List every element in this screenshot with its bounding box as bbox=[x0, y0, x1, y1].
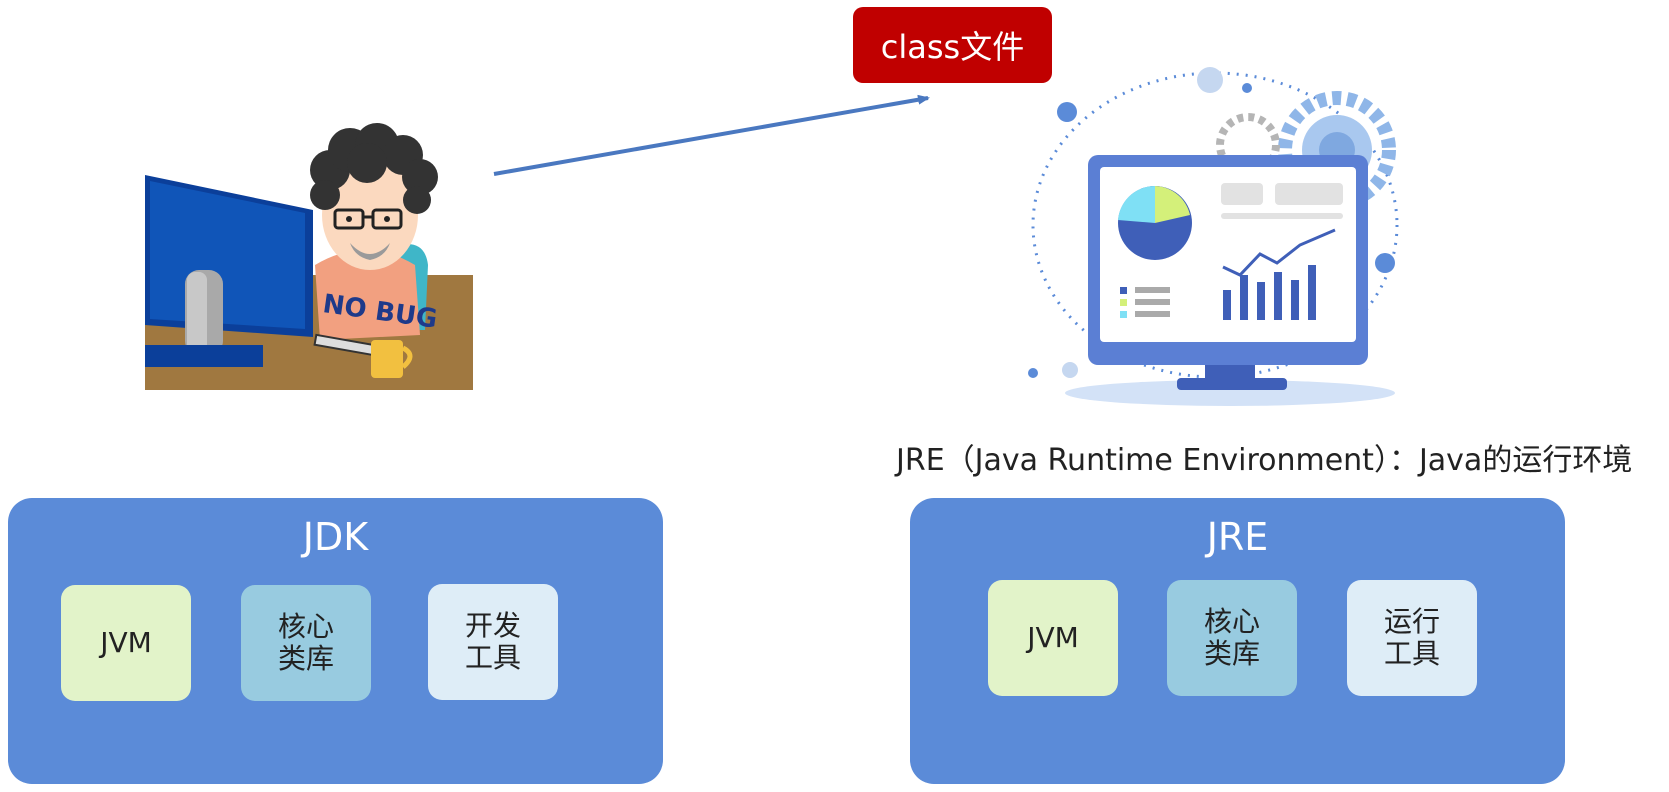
jre-core-library-line1: 核心 bbox=[1203, 605, 1260, 638]
jdk-jvm-box: JVM bbox=[61, 585, 191, 701]
jre-jvm-label: JVM bbox=[1027, 621, 1079, 654]
jdk-core-library-box: 核心 类库 bbox=[241, 585, 371, 701]
jre-runtime-tools-box: 运行 工具 bbox=[1347, 580, 1477, 696]
developer-illustration: NO BUG bbox=[145, 123, 473, 390]
jre-runtime-tools-line1: 运行 bbox=[1383, 605, 1440, 638]
jdk-container: JDK JVM 核心 类库 开发 工具 bbox=[8, 498, 663, 784]
jre-caption: JRE（Java Runtime Environment）：Java的运行环境 bbox=[896, 432, 1666, 482]
class-file-label: class文件 bbox=[880, 28, 1025, 66]
jdk-dev-tools-line2: 工具 bbox=[464, 641, 521, 674]
jre-caption-text: JRE（Java Runtime Environment）：Java的运行环境 bbox=[896, 443, 1633, 478]
jdk-core-library-line1: 核心 bbox=[277, 610, 334, 643]
jre-core-library-line2: 类库 bbox=[1203, 637, 1260, 670]
jdk-core-library-line2: 类库 bbox=[277, 642, 334, 675]
monitor-dashboard-illustration bbox=[1028, 67, 1399, 406]
jdk-dev-tools-line1: 开发 bbox=[464, 609, 521, 642]
jre-container: JRE JVM 核心 类库 运行 工具 bbox=[910, 498, 1565, 784]
class-file-box: class文件 bbox=[853, 7, 1052, 83]
jdk-jvm-label: JVM bbox=[100, 626, 152, 659]
jre-runtime-tools-line2: 工具 bbox=[1383, 637, 1440, 670]
jdk-title: JDK bbox=[302, 515, 369, 559]
jre-title: JRE bbox=[1206, 515, 1269, 559]
jdk-dev-tools-box: 开发 工具 bbox=[428, 584, 558, 700]
jre-jvm-box: JVM bbox=[988, 580, 1118, 696]
jre-core-library-box: 核心 类库 bbox=[1167, 580, 1297, 696]
